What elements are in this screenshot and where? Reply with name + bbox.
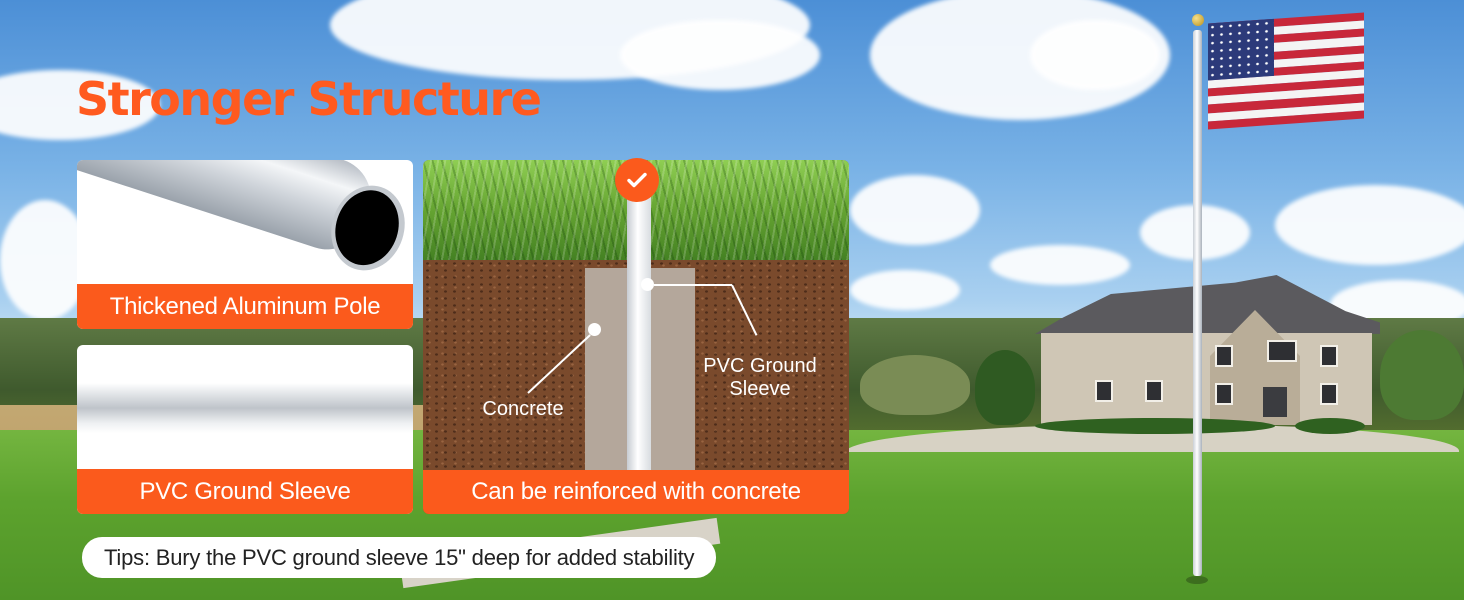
american-flag (1208, 12, 1364, 130)
house-wall (1041, 333, 1372, 425)
tree (975, 350, 1035, 425)
bush (1035, 418, 1275, 434)
flagpole-base (1186, 576, 1208, 584)
flagpole (1193, 30, 1202, 576)
sleeve-caption: PVC Ground Sleeve (77, 469, 413, 514)
concrete-marker-dot (588, 323, 601, 336)
concrete-label: Concrete (482, 398, 564, 420)
cloud (0, 70, 160, 140)
bush (1295, 418, 1365, 434)
sleeve-card: PVC Ground Sleeve (77, 345, 413, 514)
install-caption: Can be reinforced with concrete (423, 470, 849, 514)
sleeve-marker-dot (641, 278, 654, 291)
flagpole-finial (1192, 14, 1204, 26)
cloud (850, 270, 960, 310)
install-card: Concrete PVC Ground Sleeve Can be reinfo… (423, 158, 849, 514)
window (1320, 345, 1338, 367)
door (1263, 387, 1287, 417)
house (1035, 275, 1380, 425)
pole-card: Thickened Aluminum Pole (77, 160, 413, 329)
cloud (0, 200, 90, 320)
cloud (1275, 185, 1464, 265)
pole-caption: Thickened Aluminum Pole (77, 284, 413, 329)
sleeve-label-line2: Sleeve (729, 378, 791, 400)
cloud (620, 20, 820, 90)
tree (1380, 330, 1464, 420)
check-icon (627, 172, 647, 188)
sleeve-label-line1: PVC Ground (703, 355, 817, 377)
cross-section-image: Concrete PVC Ground Sleeve Can be reinfo… (423, 160, 849, 514)
window (1095, 380, 1113, 402)
window (1145, 380, 1163, 402)
tree (860, 355, 970, 415)
headline: Stronger Structure (76, 72, 542, 126)
window (1320, 383, 1338, 405)
tips-banner: Tips: Bury the PVC ground sleeve 15" dee… (82, 537, 717, 578)
cloud (990, 245, 1130, 285)
cloud (1030, 20, 1160, 90)
pvc-sleeve-image (77, 383, 413, 433)
window (1267, 340, 1297, 362)
pole-in-sleeve (627, 185, 651, 470)
window (1215, 345, 1233, 367)
window (1215, 383, 1233, 405)
flag-canton (1208, 18, 1274, 81)
check-badge (615, 158, 659, 202)
cloud (850, 175, 980, 245)
sleeve-leader-line (654, 284, 732, 286)
